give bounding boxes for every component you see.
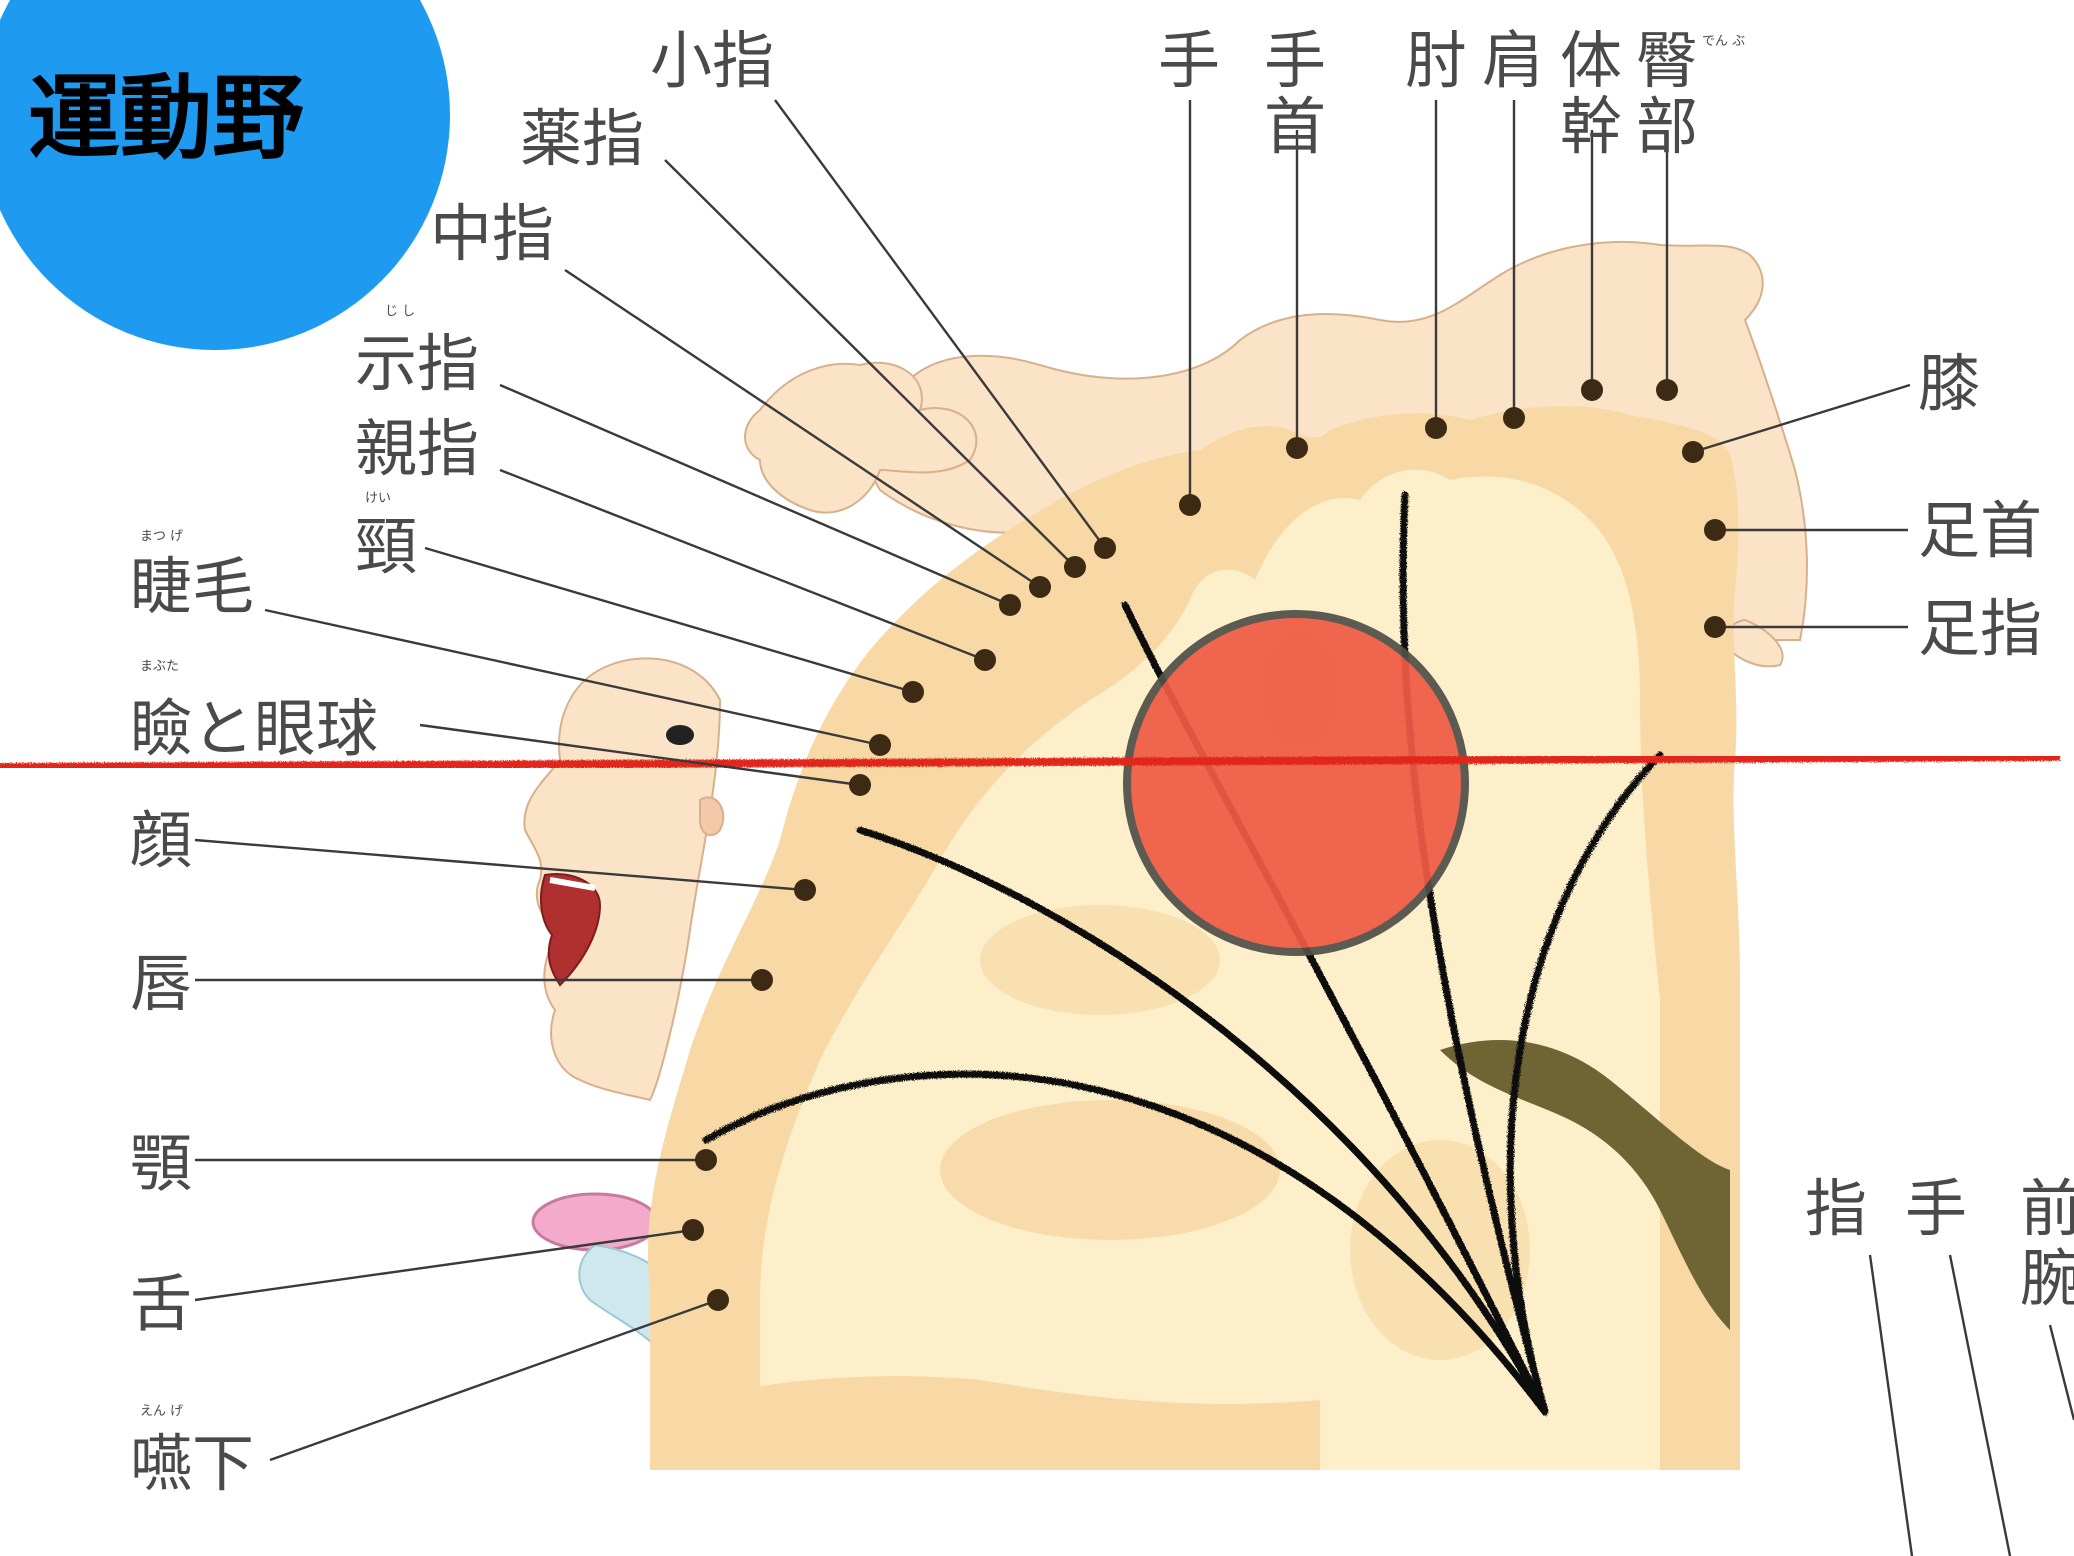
label-lower-hand: 手 bbox=[1905, 1172, 1967, 1245]
label-face: 顔 bbox=[130, 804, 192, 877]
brain-section bbox=[648, 406, 1740, 1470]
label-little-finger: 小指 bbox=[650, 24, 774, 97]
label-eyelid: 瞼と眼球 bbox=[130, 692, 378, 765]
focus-circle bbox=[1127, 614, 1465, 952]
marker-thumb bbox=[974, 649, 996, 671]
marker-lips bbox=[751, 969, 773, 991]
marker-toes bbox=[1704, 616, 1726, 638]
badge-label: 運動野 bbox=[28, 65, 304, 172]
ruby-eyelash: まつ げ bbox=[140, 529, 183, 544]
marker-face bbox=[794, 879, 816, 901]
label-swallow: 嚥下 bbox=[130, 1427, 254, 1500]
label-ankle: 足首 bbox=[1918, 494, 2042, 567]
marker-wrist bbox=[1286, 437, 1308, 459]
label-lips: 唇 bbox=[130, 947, 192, 1020]
label-neck: 頸 bbox=[355, 510, 417, 583]
label-hip-1: 臀 bbox=[1636, 24, 1698, 97]
label-toes: 足指 bbox=[1918, 592, 2042, 665]
label-hand: 手 bbox=[1158, 24, 1220, 97]
marker-swallow bbox=[707, 1289, 729, 1311]
marker-little-finger bbox=[1094, 537, 1116, 559]
lower-right-labels: 指 手 前 腕 bbox=[1805, 1172, 2074, 1315]
label-lower-forearm-2: 腕 bbox=[2020, 1242, 2074, 1315]
marker-ring-finger bbox=[1064, 556, 1086, 578]
label-trunk-2: 幹 bbox=[1560, 90, 1622, 163]
label-eyelash: 睫毛 bbox=[130, 550, 254, 623]
label-wrist-2: 首 bbox=[1264, 90, 1326, 163]
marker-shoulder bbox=[1503, 407, 1525, 429]
marker-trunk bbox=[1581, 379, 1603, 401]
top-labels: 手 手 首 肘 肩 体 幹 臀 部 でん ぶ bbox=[1158, 24, 1745, 163]
marker-neck bbox=[902, 681, 924, 703]
label-jaw: 顎 bbox=[130, 1127, 192, 1200]
ruby-swallow: えん げ bbox=[140, 1404, 183, 1419]
label-ring-finger: 薬指 bbox=[520, 102, 644, 175]
marker-jaw bbox=[695, 1149, 717, 1171]
label-trunk-1: 体 bbox=[1560, 24, 1622, 97]
marker-elbow bbox=[1425, 417, 1447, 439]
title-badge: 運動野 bbox=[0, 0, 450, 350]
marker-hip bbox=[1656, 379, 1678, 401]
label-knee: 膝 bbox=[1918, 347, 1980, 420]
label-lower-forearm-1: 前 bbox=[2020, 1172, 2074, 1245]
label-tongue: 舌 bbox=[130, 1267, 192, 1340]
marker-index-finger bbox=[999, 594, 1021, 616]
ruby-index-finger: じ し bbox=[385, 304, 415, 319]
label-shoulder: 肩 bbox=[1482, 24, 1544, 97]
badge-circle bbox=[0, 0, 450, 350]
ruby-hip: でん ぶ bbox=[1702, 34, 1745, 49]
right-labels: 膝 足首 足指 bbox=[1918, 347, 2042, 665]
label-elbow: 肘 bbox=[1405, 24, 1467, 97]
ruby-eyelid: まぶた bbox=[140, 659, 179, 674]
marker-eyelash bbox=[869, 734, 891, 756]
label-middle-finger: 中指 bbox=[430, 197, 554, 270]
label-lower-finger: 指 bbox=[1805, 1172, 1867, 1245]
marker-eyelid bbox=[849, 774, 871, 796]
label-wrist-1: 手 bbox=[1264, 24, 1326, 97]
marker-tongue bbox=[682, 1219, 704, 1241]
marker-knee bbox=[1682, 441, 1704, 463]
marker-ankle bbox=[1704, 519, 1726, 541]
label-hip-2: 部 bbox=[1636, 90, 1698, 163]
label-thumb: 親指 bbox=[355, 412, 479, 485]
marker-hand bbox=[1179, 494, 1201, 516]
ruby-neck: けい bbox=[365, 491, 391, 506]
label-index-finger: 示指 bbox=[355, 327, 479, 400]
marker-middle-finger bbox=[1029, 576, 1051, 598]
